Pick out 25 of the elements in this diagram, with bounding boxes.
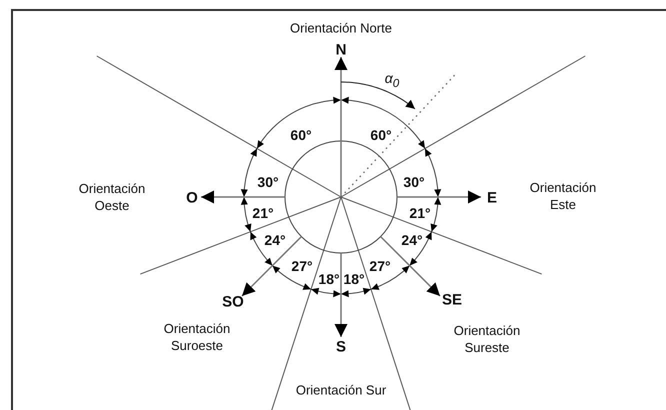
angle-label: 27° (291, 256, 313, 276)
angle-label: 60° (370, 126, 392, 144)
orientation-label: Orientación Norte (290, 20, 392, 38)
angle-label: 18° (318, 270, 340, 288)
angle-label: 30° (257, 172, 279, 192)
orientation-label: Orientación Sur (296, 382, 386, 400)
angle-label: 24° (401, 230, 423, 250)
angle-label: 30° (403, 172, 425, 192)
compass-letter: O (186, 188, 198, 208)
angle-label: 27° (369, 256, 391, 276)
angle-label: 24° (264, 230, 286, 250)
angle-symbol: α$_{0}$ (384, 69, 400, 91)
compass-letter: N (336, 40, 346, 60)
angle-label: 21° (409, 204, 431, 222)
angle-label: 21° (252, 204, 274, 222)
angle-label: 60° (290, 126, 312, 144)
angle-label: 18° (343, 270, 365, 288)
orientation-label: Orientación Suroeste (162, 321, 232, 355)
compass-letter: SO (222, 292, 244, 312)
compass-letter: SE (442, 290, 462, 310)
compass-letter: E (487, 188, 497, 208)
orientation-label: Orientación Este (528, 180, 598, 214)
orientation-label: Orientación Oeste (78, 181, 146, 215)
compass-letter: S (336, 337, 346, 357)
orientation-label: Orientación Sureste (452, 323, 522, 357)
